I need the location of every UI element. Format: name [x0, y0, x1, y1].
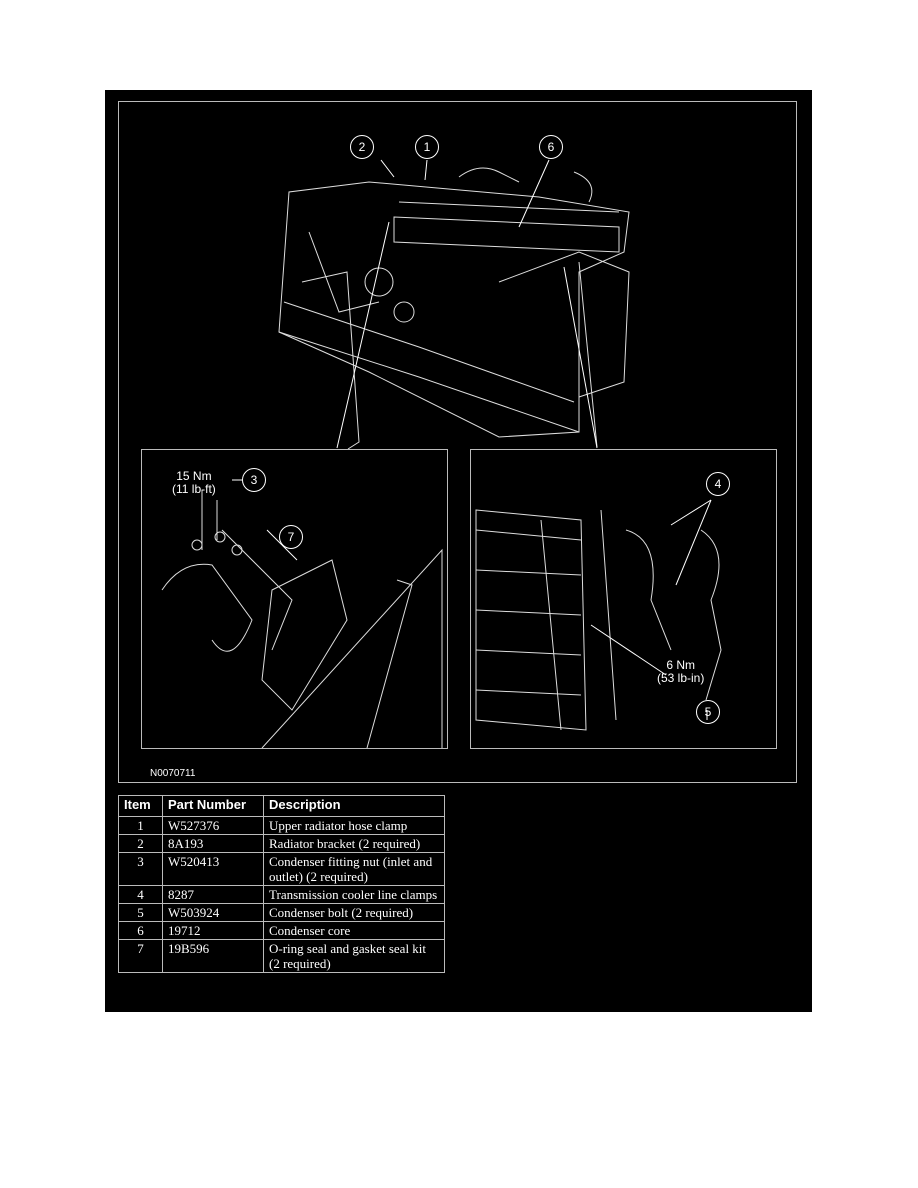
header-item: Item	[118, 795, 163, 817]
desc-cell: Radiator bracket (2 required)	[263, 834, 445, 853]
header-part-number: Part Number	[162, 795, 264, 817]
desc-cell: Condenser bolt (2 required)	[263, 903, 445, 922]
condenser-fitting-illustration	[161, 479, 443, 748]
item-cell: 2	[118, 834, 163, 853]
callout-4: 4	[706, 472, 730, 496]
part-cell: 8A193	[162, 834, 264, 853]
part-cell: W520413	[162, 852, 264, 886]
callout-7: 7	[279, 525, 303, 549]
callout-3: 3	[242, 468, 266, 492]
header-description: Description	[263, 795, 445, 817]
part-cell: W527376	[162, 816, 264, 835]
exploded-diagram: 2 1 6 15 Nm(11 lb-ft) 3 7	[118, 101, 797, 783]
inset-condenser-bolts: 4 6 Nm(53 lb-in) 5	[470, 449, 777, 749]
part-cell: 8287	[162, 885, 264, 904]
condenser-bolt-illustration	[475, 499, 722, 731]
callout-2: 2	[350, 135, 374, 159]
item-cell: 3	[118, 852, 163, 886]
torque-lbft: (11 lb-ft)	[172, 482, 216, 496]
part-cell: 19712	[162, 921, 264, 940]
callout-1: 1	[415, 135, 439, 159]
callout-5: 5	[696, 700, 720, 724]
part-cell: W503924	[162, 903, 264, 922]
callout-6: 6	[539, 135, 563, 159]
torque-nm: 6 Nm	[666, 658, 696, 672]
torque-spec-condenser-bolt: 6 Nm(53 lb-in)	[657, 659, 704, 685]
document-panel: 2 1 6 15 Nm(11 lb-ft) 3 7	[105, 90, 812, 1012]
desc-cell: O-ring seal and gasket seal kit (2 requi…	[263, 939, 445, 973]
desc-cell: Upper radiator hose clamp	[263, 816, 445, 835]
torque-spec-fitting-nut: 15 Nm(11 lb-ft)	[172, 470, 216, 496]
desc-cell: Condenser core	[263, 921, 445, 940]
torque-nm: 15 Nm	[176, 469, 212, 483]
part-cell: 19B596	[162, 939, 264, 973]
desc-cell: Transmission cooler line clamps	[263, 885, 445, 904]
item-cell: 4	[118, 885, 163, 904]
item-cell: 1	[118, 816, 163, 835]
desc-cell: Condenser fitting nut (inlet and outlet)…	[263, 852, 445, 886]
item-cell: 5	[118, 903, 163, 922]
inset-condenser-fittings: 15 Nm(11 lb-ft) 3 7	[141, 449, 448, 749]
item-cell: 7	[118, 939, 163, 973]
torque-lbin: (53 lb-in)	[657, 671, 705, 685]
vehicle-front-end-illustration	[278, 159, 630, 450]
item-cell: 6	[118, 921, 163, 940]
table-header-row: Item Part Number Description	[118, 795, 445, 817]
figure-id: N0070711	[150, 768, 196, 779]
